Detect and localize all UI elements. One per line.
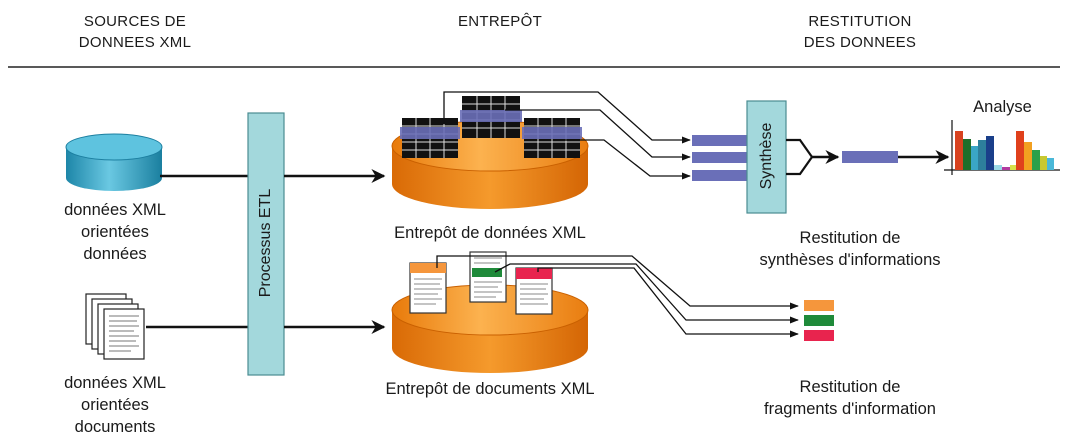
synthesis-output-bar [842, 151, 898, 163]
header-sources: SOURCES DE DONNEES XML [78, 13, 192, 51]
table-icon [522, 118, 582, 158]
database-cylinder-icon [65, 133, 163, 191]
header-restitution: RESTITUTION DES DONNEES [803, 13, 917, 51]
fragment-bar-orange [804, 300, 834, 311]
document-stack-icon [85, 293, 145, 360]
document-icon [469, 251, 507, 303]
docs-warehouse-label: Entrepôt de documents XML [385, 380, 595, 398]
synthesis-input-bar [692, 170, 748, 181]
fragment-output-label: Restitution de fragments d'information [764, 378, 936, 418]
synthesis-output-label: Restitution de synthèses d'informations [759, 229, 941, 269]
document-icon [409, 262, 447, 314]
table-icon [400, 118, 460, 158]
document-icon [515, 267, 553, 315]
fragment-bar-red [804, 330, 834, 341]
table-icon [460, 96, 522, 138]
synthesis-input-bar [692, 135, 748, 146]
bar-chart-icon [944, 120, 1060, 175]
synthese-box [746, 100, 787, 214]
etl-label: Processus ETL [257, 188, 274, 298]
analyse-label: Analyse [973, 98, 1032, 116]
source-docs-label: données XML orientées documents [64, 374, 166, 436]
data-warehouse-label: Entrepôt de données XML [394, 224, 586, 242]
synthesis-merge-bracket [786, 138, 814, 176]
fragment-bar-green [804, 315, 834, 326]
synthesis-input-bar [692, 152, 748, 163]
table-to-synthesis-connectors [443, 91, 691, 180]
synthese-label: Synthèse [758, 122, 775, 190]
source-data-label: données XML orientées données [64, 201, 166, 263]
header-entrepot: ENTREPÔT [457, 13, 543, 30]
etl-process-box [247, 112, 285, 376]
document-to-fragment-connectors [436, 255, 799, 338]
